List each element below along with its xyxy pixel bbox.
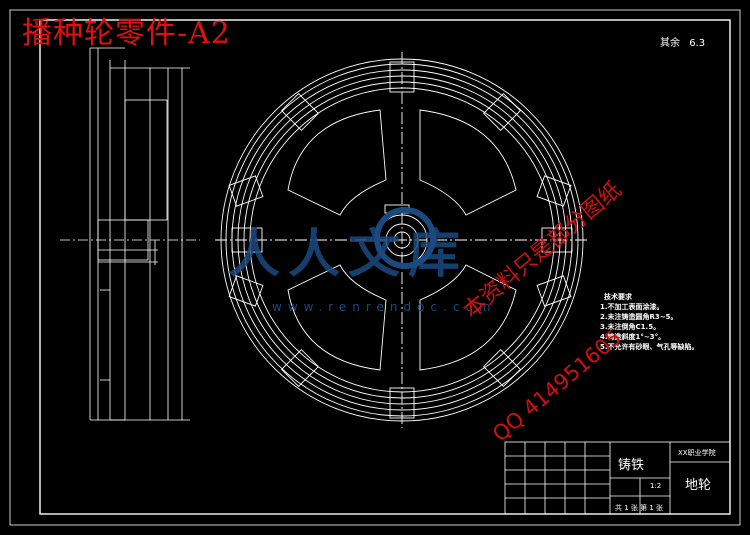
- title-block-scale: 1:2: [650, 482, 662, 490]
- tech-item: 5.不允许有砂眼、气孔等缺陷。: [600, 343, 699, 351]
- tech-item: 2.未注铸造圆角R3~5。: [600, 313, 678, 321]
- roughness-note: 其余 6.3: [660, 34, 705, 49]
- tech-heading: 技术要求: [604, 293, 632, 301]
- watermark-url: www.renrendoc.com: [272, 300, 497, 314]
- roughness-symbol: 6.3: [689, 38, 706, 49]
- tech-item: 4.铸造斜度1°~3°。: [600, 333, 666, 341]
- watermark-blue-text: 人人文库: [228, 224, 469, 285]
- wheel-front-view: [215, 52, 590, 428]
- title-block-material: 铸铁: [618, 458, 645, 473]
- title-block: [504, 441, 731, 515]
- roughness-label: 其余: [660, 38, 680, 49]
- sheet-border-inner: [39, 19, 731, 515]
- drawing-title: 播种轮零件-A2: [22, 16, 231, 51]
- watermark-emblem: [374, 207, 436, 269]
- title-block-sheet: 共 1 张 第 1 张: [615, 504, 664, 512]
- title-block-part-name: 地轮: [685, 478, 712, 493]
- tech-item: 1.不加工表面涂漆。: [600, 303, 664, 311]
- tech-item: 3.未注倒角C1.5。: [600, 323, 661, 331]
- sheet-border-outer: [9, 9, 741, 526]
- section-view: [60, 47, 200, 421]
- title-block-school: XX职业学院: [678, 449, 716, 457]
- technical-requirements: 技术要求 1.不加工表面涂漆。 2.未注铸造圆角R3~5。 3.未注倒角C1.5…: [600, 292, 699, 352]
